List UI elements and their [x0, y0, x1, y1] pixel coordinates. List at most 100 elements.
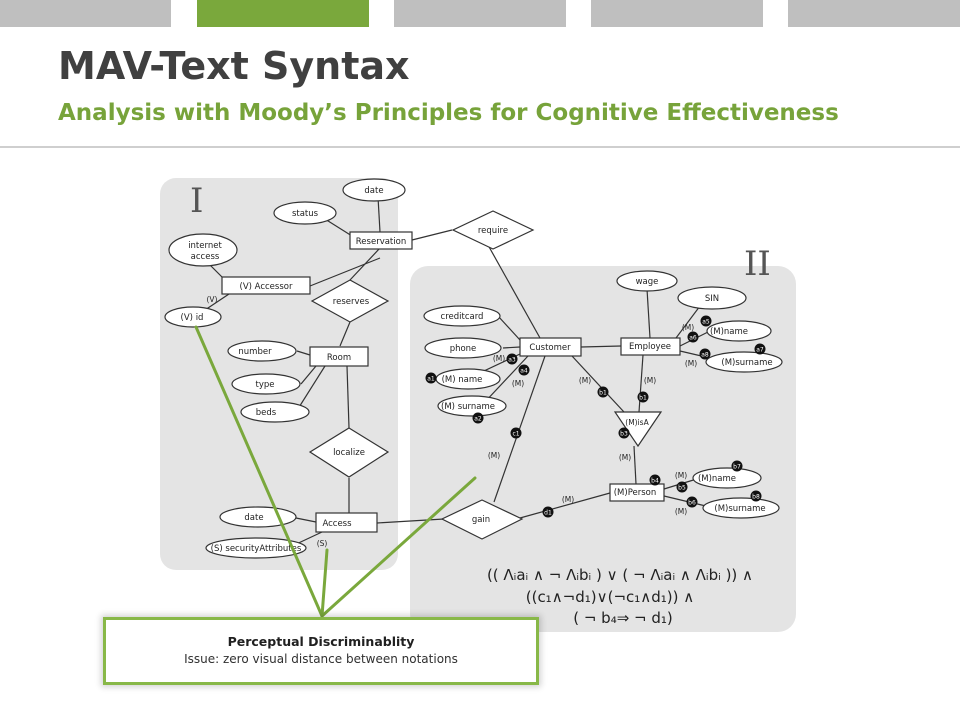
label-number: number — [238, 347, 272, 357]
attr-creditcard — [423, 305, 501, 327]
svg-text:b8: b8 — [752, 494, 760, 501]
badge-b7: b7 — [731, 460, 743, 472]
attr-sin — [677, 286, 747, 310]
label-isa: (M)isA — [625, 418, 649, 427]
svg-text:b3: b3 — [620, 431, 628, 438]
svg-text:a2: a2 — [474, 416, 482, 423]
svg-text:a1: a1 — [427, 376, 435, 383]
edge-label-m-emp-2: (M) — [685, 359, 697, 368]
entity-accessor — [221, 276, 311, 295]
label-date-bottom: date — [244, 513, 263, 523]
svg-text:b4: b4 — [651, 478, 659, 485]
label-security: (S) securityAttributes — [211, 544, 302, 554]
callout-body: Issue: zero visual distance between nota… — [184, 652, 458, 666]
attr-emp-surname — [705, 351, 783, 373]
svg-text:d1: d1 — [544, 510, 552, 517]
page-subtitle: Analysis with Moody’s Principles for Cog… — [58, 100, 839, 126]
top-bar-3 — [394, 0, 566, 27]
badge-b8: b8 — [750, 490, 762, 502]
top-bar-4 — [591, 0, 763, 27]
badge-b1-right: b1 — [637, 391, 649, 403]
svg-text:a3: a3 — [508, 357, 516, 364]
attr-beds — [240, 401, 310, 423]
svg-text:a8: a8 — [701, 352, 709, 359]
attr-phone — [424, 337, 502, 359]
label-phone: phone — [450, 344, 477, 354]
edge-label-m-gain-person: (M) — [562, 495, 574, 504]
attr-status — [273, 201, 337, 225]
label-customer: Customer — [529, 343, 571, 353]
edge-label-v: (V) — [207, 295, 218, 304]
edge-label-m-isa-1: (M) — [579, 376, 591, 385]
top-bar-5 — [788, 0, 960, 27]
label-access-attr: access — [191, 252, 220, 262]
label-access: Access — [322, 519, 352, 529]
edge-label-m-cust-2: (M) — [512, 379, 524, 388]
label-creditcard: creditcard — [441, 312, 484, 322]
svg-text:c1: c1 — [512, 431, 519, 438]
header-divider — [0, 146, 960, 148]
formula-line-3: ( ¬ b₄⇒ ¬ d₁) — [573, 609, 673, 627]
region-two — [410, 266, 796, 632]
svg-text:a5: a5 — [702, 319, 710, 326]
top-bar-2-active — [197, 0, 369, 27]
edge-label-m-person-2: (M) — [675, 507, 687, 516]
label-date-top: date — [364, 186, 383, 196]
badge-b4: b4 — [649, 474, 661, 486]
attr-emp-name — [706, 320, 772, 342]
region-one — [160, 178, 398, 570]
entity-person — [609, 483, 665, 502]
top-bar-1 — [0, 0, 171, 27]
attr-person-name — [692, 467, 762, 489]
badge-a4: a4 — [518, 364, 530, 376]
label-cust-name: (M) name — [442, 375, 483, 385]
badge-b6: b6 — [686, 496, 698, 508]
label-room: Room — [327, 353, 351, 363]
attr-number — [227, 340, 297, 362]
edge-label-m-person-1: (M) — [675, 471, 687, 480]
badge-a5: a5 — [700, 315, 712, 327]
attr-wage — [616, 270, 678, 292]
svg-text:b7: b7 — [733, 464, 741, 471]
badge-b3: b3 — [618, 427, 630, 439]
label-cust-surname: (M) surname — [441, 402, 495, 412]
region-one-label: I — [190, 181, 203, 221]
edge-label-m-cust-1: (M) — [493, 354, 505, 363]
badge-a8: a8 — [699, 348, 711, 360]
entity-reservation — [349, 231, 413, 250]
svg-text:a7: a7 — [756, 347, 764, 354]
label-employee: Employee — [629, 342, 671, 352]
edge-label-m-isa-3: (M) — [619, 453, 631, 462]
attr-type — [231, 373, 301, 395]
svg-text:b6: b6 — [688, 500, 696, 507]
edge-label-m-gain: (M) — [488, 451, 500, 460]
rel-require — [451, 210, 535, 250]
badge-a2: a2 — [472, 412, 484, 424]
entity-customer — [519, 337, 582, 357]
label-localize: localize — [333, 448, 365, 458]
label-beds: beds — [256, 408, 277, 418]
rel-localize — [308, 427, 390, 478]
svg-text:b5: b5 — [678, 485, 686, 492]
badge-b5: b5 — [676, 481, 688, 493]
attr-security — [205, 537, 307, 559]
callout-heading: Perceptual Discriminablity — [227, 634, 415, 649]
entity-employee — [620, 337, 681, 356]
label-reservation: Reservation — [356, 237, 406, 247]
badge-a1: a1 — [425, 372, 437, 384]
attr-v-id — [164, 306, 222, 328]
formula-line-1: (( Λᵢaᵢ ∧ ¬ Λᵢbᵢ ) ∨ ( ¬ Λᵢaᵢ ∧ Λᵢbᵢ )) … — [487, 566, 753, 584]
badge-a7: a7 — [754, 343, 766, 355]
formula-line-2: ((c₁∧¬d₁)∨(¬c₁∧d₁)) ∧ — [526, 588, 695, 606]
edge-label-s: (S) — [317, 539, 328, 548]
label-accessor: (V) Accessor — [240, 282, 293, 292]
badge-d1: d1 — [542, 506, 554, 518]
label-gain: gain — [472, 515, 490, 525]
label-wage: wage — [636, 277, 659, 287]
label-type: type — [256, 380, 275, 390]
page-title: MAV-Text Syntax — [58, 44, 410, 88]
callout-pointers — [194, 325, 477, 618]
badge-b1-left: b1 — [597, 386, 609, 398]
svg-text:b1: b1 — [639, 395, 647, 402]
